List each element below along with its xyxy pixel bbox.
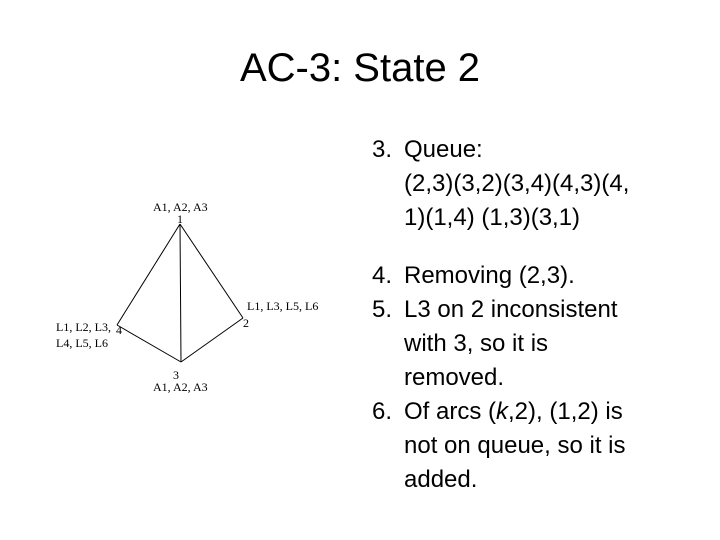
- constraint-graph-diagram: A1, A2, A3 1 L1, L3, L5, L6 2 3 A1, A2, …: [56, 200, 318, 394]
- node-3-domain: A1, A2, A3: [153, 380, 208, 394]
- step-number: 5.: [372, 296, 393, 323]
- step-5: 5. L3 on 2 inconsistent with 3, so it is…: [372, 293, 712, 395]
- step-text: L3 on 2 inconsistent with 3, so it is re…: [404, 293, 617, 395]
- step-line-part: Of arcs (: [404, 398, 497, 425]
- node-1-number: 1: [177, 212, 183, 226]
- edge-1-4: [116, 223, 181, 326]
- node-3-number: 3: [173, 368, 179, 382]
- step-line: removed.: [404, 364, 505, 391]
- step-line: 1)(1,4) (1,3)(3,1): [404, 204, 581, 231]
- step-line: Of arcs (k,2), (1,2) is: [404, 395, 625, 429]
- edge-2-3: [180, 317, 244, 363]
- step-line: added.: [404, 466, 478, 493]
- node-2-number: 2: [243, 316, 249, 330]
- step-text: Removing (2,3).: [404, 259, 575, 293]
- edge-1-3: [179, 223, 182, 363]
- step-list: 3. Queue: (2,3)(3,2)(3,4)(4,3)(4, 1)(1,4…: [372, 133, 712, 497]
- slide-title: AC-3: State 2: [239, 46, 481, 90]
- edge-4-3: [116, 324, 182, 363]
- node-2-domain: L1, L3, L5, L6: [247, 299, 318, 313]
- node-4-number: 4: [116, 323, 122, 337]
- step-line-italic: k: [496, 398, 509, 425]
- step-3: 3. Queue: (2,3)(3,2)(3,4)(4,3)(4, 1)(1,4…: [372, 133, 712, 235]
- node-1-domain: A1, A2, A3: [153, 200, 208, 214]
- step-line: Removing (2,3).: [404, 262, 575, 289]
- step-line: L3 on 2 inconsistent: [404, 296, 618, 323]
- step-number: 6.: [372, 398, 393, 425]
- edge-1-2: [179, 223, 244, 319]
- step-line: Queue:: [404, 136, 483, 163]
- step-text: Of arcs (k,2), (1,2) is not on queue, so…: [404, 395, 625, 497]
- step-text: Queue: (2,3)(3,2)(3,4)(4,3)(4, 1)(1,4) (…: [404, 133, 629, 235]
- step-number: 4.: [372, 262, 393, 289]
- step-number: 3.: [372, 136, 393, 163]
- step-4: 4. Removing (2,3).: [372, 259, 712, 293]
- node-4-domain-line2: L4, L5, L6: [56, 336, 108, 350]
- node-4-domain-line1: L1, L2, L3,: [56, 320, 111, 334]
- step-line: not on queue, so it is: [404, 432, 626, 459]
- spacer: [372, 235, 712, 259]
- step-line-part: ,2), (1,2) is: [508, 398, 623, 425]
- step-6: 6. Of arcs (k,2), (1,2) is not on queue,…: [372, 395, 712, 497]
- step-line: with 3, so it is: [404, 330, 549, 357]
- graph-edges: [116, 223, 244, 363]
- step-line: (2,3)(3,2)(3,4)(4,3)(4,: [404, 170, 630, 197]
